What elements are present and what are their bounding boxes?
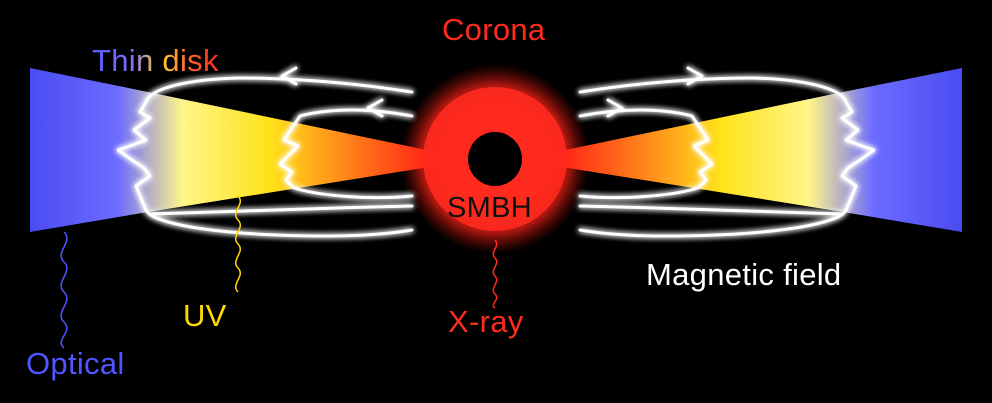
magnetic-field-lines [116,66,876,238]
thin-disk-label: Thin disk [92,43,219,78]
xray-emission-wave [492,239,498,309]
uv-label: UV [183,298,227,333]
magnetic-field-label: Magnetic field [646,257,842,292]
uv-emission-wave [235,195,241,293]
black-hole [468,132,522,186]
corona-label: Corona [442,12,546,47]
thin-disk-right [556,68,962,232]
thin-disk-left [30,68,436,232]
smbh-label: SMBH [447,192,532,224]
optical-emission-wave [60,231,68,349]
optical-label: Optical [26,346,125,381]
xray-label: X-ray [448,304,524,339]
